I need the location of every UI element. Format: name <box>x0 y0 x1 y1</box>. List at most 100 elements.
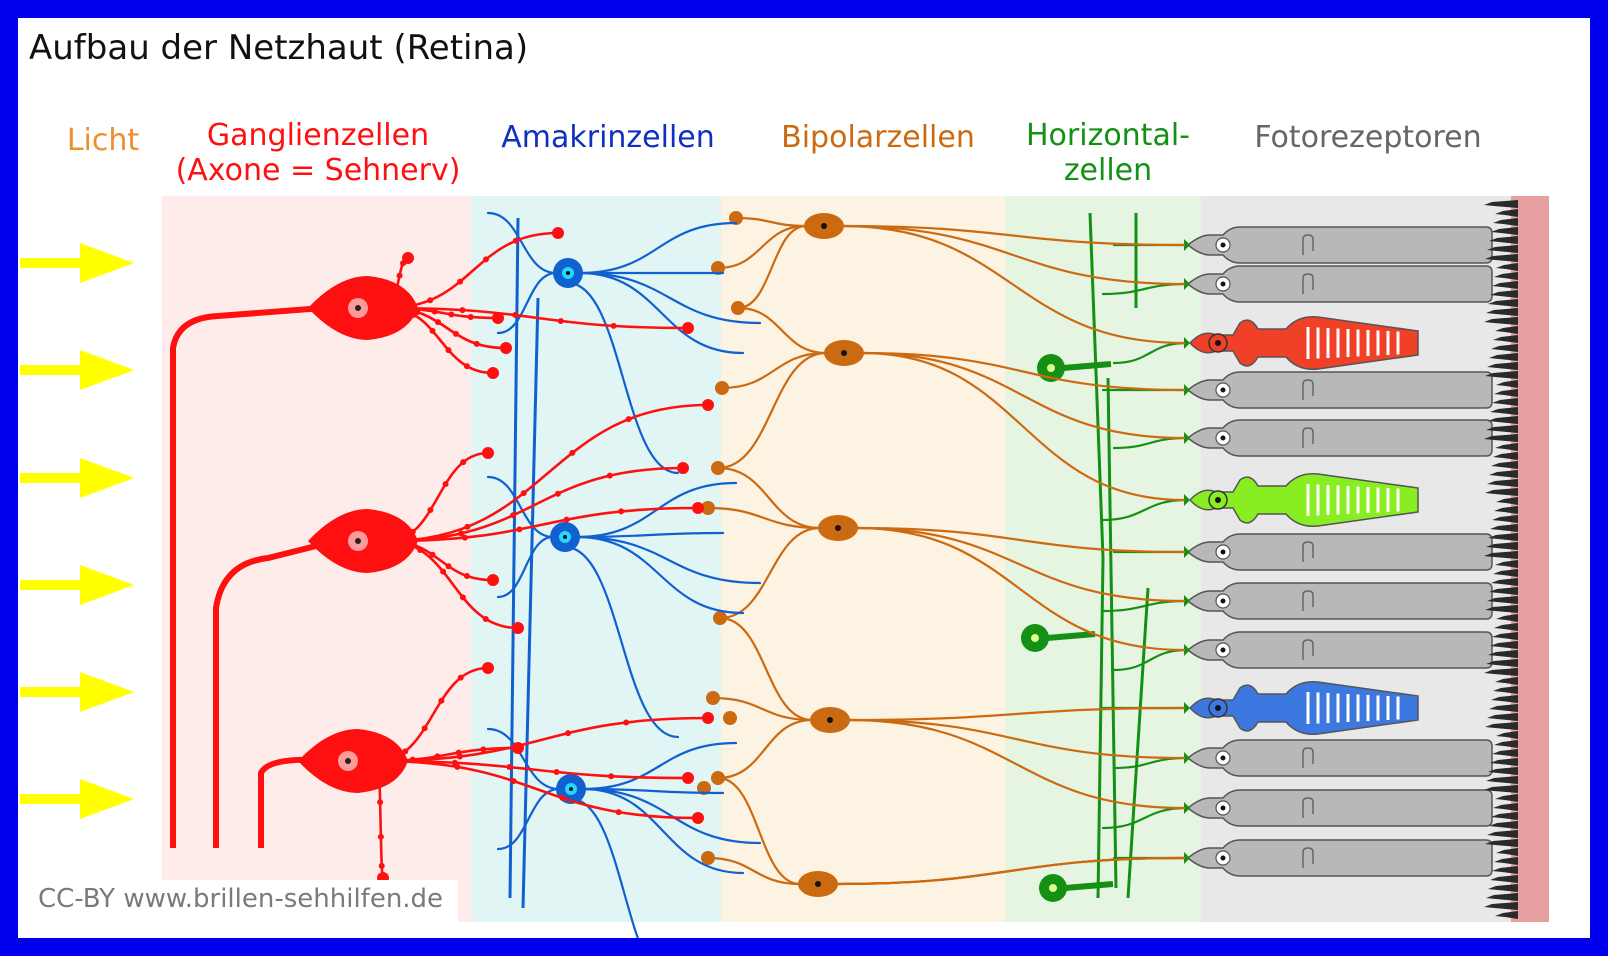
pigment-process <box>1493 569 1518 577</box>
ganglion-cell-nucleolus <box>355 305 361 311</box>
amacrine-dendrite <box>578 221 738 275</box>
bipolar-dendrite <box>854 526 1186 554</box>
pigment-process <box>1493 452 1518 460</box>
bipolar-synapse <box>723 711 737 725</box>
pigment-process <box>1487 479 1518 487</box>
amacrine-process <box>508 217 520 899</box>
pigment-process <box>1489 587 1518 595</box>
horizontal-process <box>1126 587 1150 899</box>
synapse-dot <box>463 572 470 579</box>
amacrine-cell-nucleolus <box>566 271 570 275</box>
synapse-dot <box>625 416 632 423</box>
amacrine-dendrite <box>486 211 558 275</box>
bipolar-synapse <box>731 301 745 315</box>
ganglion-synapse <box>500 342 512 354</box>
amacrine-dendrite <box>563 545 680 739</box>
rod-nucleolus <box>1220 755 1226 761</box>
ganglion-synapse <box>487 574 499 586</box>
ganglion-synapse <box>702 712 714 724</box>
bipolar-dendrite <box>854 526 1186 652</box>
horizontal-synapse <box>1184 384 1190 396</box>
synapse-dot <box>512 237 519 244</box>
cone-nucleolus <box>1215 497 1221 503</box>
pigment-process <box>1492 281 1518 289</box>
label-amakrinzellen: Amakrinzellen <box>501 120 715 155</box>
amacrine-dendrite <box>486 727 561 791</box>
ganglion-synapse <box>552 227 564 239</box>
horizontal-synapse <box>1184 239 1190 251</box>
synapse-dot <box>482 256 489 263</box>
synapse-dot <box>377 799 384 806</box>
bipolar-axon <box>716 224 808 270</box>
pigment-process <box>1490 290 1518 298</box>
synapse-dot <box>615 809 622 816</box>
bipolar-synapse <box>715 381 729 395</box>
bipolar-synapse <box>711 261 725 275</box>
synapse-dot <box>429 551 436 558</box>
amacrine-dendrite <box>569 797 639 938</box>
ganglion-cells <box>170 227 714 884</box>
horizontal-synapse <box>1184 752 1190 764</box>
ganglion-synapse <box>487 367 499 379</box>
synapse-dot <box>467 313 474 320</box>
pigment-process <box>1496 614 1518 622</box>
cone-nucleolus <box>1215 340 1221 346</box>
pigment-process <box>1494 623 1518 631</box>
bipolar-dendrite <box>834 856 1186 886</box>
synapse-dot <box>461 534 468 541</box>
light-arrow-icon <box>80 458 134 498</box>
synapse-dot <box>458 530 465 537</box>
pigment-process <box>1495 560 1518 568</box>
ganglion-dendrite <box>386 466 685 543</box>
rod-nucleolus <box>1220 647 1226 653</box>
ganglion-axon <box>170 305 324 848</box>
synapse-dot <box>563 516 570 523</box>
bipolar-cell-nucleus <box>827 717 833 723</box>
bipolar-synapse <box>713 611 727 625</box>
rod-nucleolus <box>1220 855 1226 861</box>
bipolar-dendrite <box>860 351 1186 440</box>
rod-connector <box>1302 234 1314 255</box>
pigment-process <box>1490 641 1518 649</box>
rod-cell <box>1186 371 1493 409</box>
pigment-process <box>1492 749 1518 757</box>
bipolar-dendrite <box>846 718 1186 760</box>
amacrine-dendrite <box>581 741 738 791</box>
pigment-process <box>1493 335 1518 343</box>
synapse-dot <box>554 490 561 497</box>
bipolar-synapse <box>711 771 725 785</box>
pigment-process <box>1491 227 1518 235</box>
ganglion-synapse <box>692 502 704 514</box>
synapse-dot <box>520 490 527 497</box>
rod-connector <box>1302 797 1314 818</box>
bipolar-synapse <box>706 691 720 705</box>
bipolar-axon <box>716 351 828 470</box>
horizontal-cell-nucleus <box>1049 884 1057 892</box>
label-ganglienzellen-line2: (Axone = Sehnerv) <box>175 153 461 188</box>
diagram-frame: Aufbau der Netzhaut (Retina) Licht Gangl… <box>18 18 1590 938</box>
rod-connector <box>1302 273 1314 294</box>
light-arrows <box>20 243 134 819</box>
bipolar-dendrite <box>840 224 1186 286</box>
bipolar-dendrite <box>846 706 1186 722</box>
rod-cell <box>1186 789 1493 827</box>
bipolar-dendrite <box>860 351 1186 392</box>
synapse-dot <box>512 312 519 319</box>
rod-nucleolus <box>1220 435 1226 441</box>
horizontal-process <box>1088 212 1105 899</box>
label-ganglienzellen-line1: Ganglienzellen <box>206 118 430 153</box>
horizontal-synapse <box>1184 337 1190 349</box>
rod-cell <box>1186 582 1493 620</box>
pigment-process <box>1495 794 1518 802</box>
pigment-process <box>1490 407 1518 415</box>
synapse-dot <box>506 763 513 770</box>
horizontal-synapse <box>1184 644 1190 656</box>
rod-nucleolus <box>1220 281 1226 287</box>
rod-nucleolus <box>1220 242 1226 248</box>
pigment-process <box>1492 866 1518 874</box>
pigment-process <box>1494 506 1518 514</box>
amacrine-process <box>521 297 540 909</box>
amacrine-dendrite <box>566 281 680 475</box>
bipolar-dendrite <box>854 526 1186 603</box>
pigment-process <box>1495 326 1518 334</box>
